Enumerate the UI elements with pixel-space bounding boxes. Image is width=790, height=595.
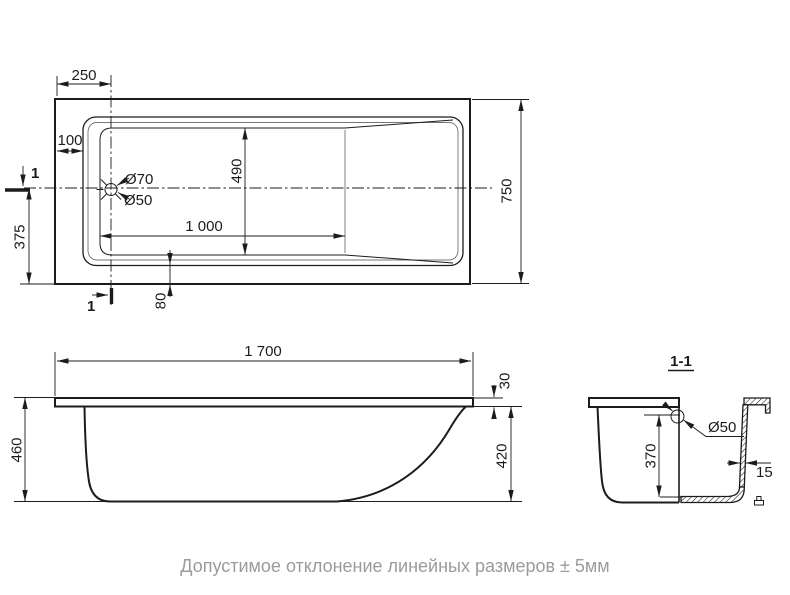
dim-250-label: 250 — [71, 67, 96, 84]
dim-1700-label: 1 700 — [244, 343, 282, 360]
section-d50-label: Ø50 — [708, 419, 736, 436]
dim-100-label: 100 — [57, 132, 82, 149]
section-mark-bottom-label: 1 — [87, 298, 95, 315]
section-left-rim — [588, 397, 680, 408]
drain-d70-label: Ø70 — [125, 171, 153, 188]
section-title: 1-1 — [670, 353, 692, 370]
dim-420-label: 420 — [493, 443, 510, 468]
dim-750-label: 750 — [498, 178, 515, 203]
dim-375-label: 375 — [11, 224, 28, 249]
tub-rim-inner-edge — [87, 122, 459, 261]
dim-1000-label: 1 000 — [185, 218, 223, 235]
drain-leader-arrow-left — [662, 401, 673, 412]
tolerance-caption: Допустимое отклонение линейных размеров … — [180, 556, 609, 576]
dim-80-label: 80 — [152, 293, 169, 310]
section-cut-wall — [738, 404, 749, 488]
dim-460-label: 460 — [8, 437, 25, 462]
tub-body-profile — [83, 405, 467, 503]
tub-rim-opening-outline — [82, 116, 464, 267]
dim-490-label: 490 — [228, 158, 245, 183]
tub-outer-rim-outline — [54, 98, 471, 285]
drain-d50-label: Ø50 — [124, 192, 152, 209]
section-view: 1-1 Ø50 370 15 — [588, 353, 773, 506]
dim-15-label: 15 — [756, 464, 773, 481]
section-mark-left: 1 — [5, 165, 39, 192]
dim-370-label: 370 — [642, 443, 659, 468]
drain-d70-leader — [116, 177, 130, 186]
top-view: Ø70 Ø50 250 100 490 1 000 375 750 80 — [5, 67, 529, 315]
drain-d50-leader — [117, 192, 131, 201]
rim-bar-outline — [54, 397, 474, 408]
tub-floor-outline — [99, 119, 454, 264]
side-view: 1 700 460 30 420 — [8, 343, 522, 503]
section-mark-bottom: 1 — [87, 288, 114, 315]
drain-leader-line — [685, 421, 744, 437]
section-mark-left-label: 1 — [31, 165, 39, 182]
rotation-symbol — [754, 496, 764, 506]
section-drain-hole — [670, 409, 685, 424]
section-left-wall — [596, 406, 679, 504]
dim-30-label: 30 — [496, 373, 513, 390]
section-cut-bottom — [680, 486, 745, 504]
